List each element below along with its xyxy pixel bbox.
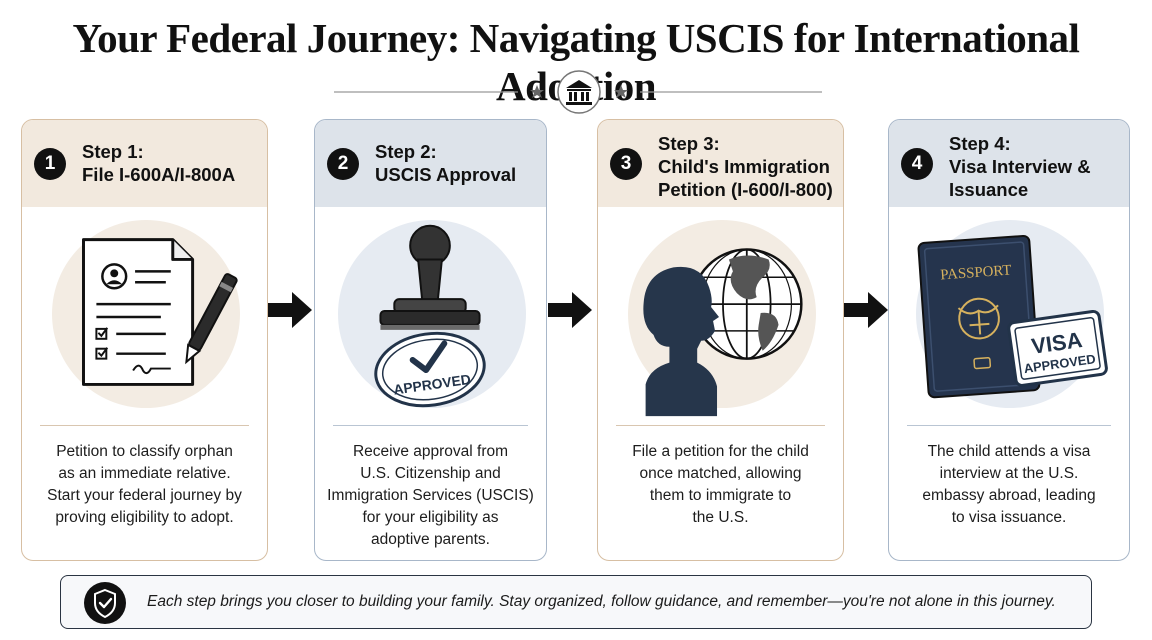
building-icon <box>566 80 592 105</box>
divider <box>907 425 1111 426</box>
star-icon <box>614 85 628 98</box>
step-heading: Step 3: Child's Immigration Petition (I-… <box>658 133 833 200</box>
step-number: 4 <box>901 148 933 180</box>
divider <box>616 425 825 426</box>
shield-check-icon <box>84 582 126 624</box>
star-icon <box>530 85 544 98</box>
step-heading: Step 2: USCIS Approval <box>375 141 517 185</box>
step-number: 1 <box>34 148 66 180</box>
footer-message: Each step brings you closer to building … <box>147 593 1056 610</box>
document-illustration <box>82 238 238 386</box>
title-ornament <box>334 70 822 114</box>
stamp-illustration: APPROVED <box>374 224 486 408</box>
step-card-3: 3 Step 3: Child's Immigration Petition (… <box>597 119 844 561</box>
step-description: Receive approval from U.S. Citizenship a… <box>327 443 534 548</box>
step-card-1: 1 Step 1: File I-600A/I-800A <box>21 119 268 561</box>
passport-label: PASSPORT <box>940 263 1012 284</box>
step-heading: Step 1: File I-600A/I-800A <box>82 141 236 185</box>
step-description: The child attends a visa interview at th… <box>922 443 1096 526</box>
arrow-right-icon <box>268 292 312 328</box>
eagle-emblem <box>957 297 1000 340</box>
step-description: File a petition for the child once match… <box>632 443 809 526</box>
globe-icon <box>690 248 803 360</box>
arrow-right-icon <box>548 292 592 328</box>
encouragement-banner: Each step brings you closer to building … <box>60 575 1092 629</box>
child-silhouette-icon <box>643 266 720 417</box>
step-heading: Step 4: Visa Interview & Issuance <box>949 133 1091 200</box>
pen-icon <box>185 273 238 365</box>
document-icon <box>82 238 195 386</box>
divider <box>333 425 528 426</box>
visa-approved-stamp: VISA APPROVED <box>1007 309 1108 387</box>
passport-illustration: PASSPORT VISA APPROVED <box>917 234 1108 399</box>
step-card-4: 4 Step 4: Visa Interview & Issuance PASS… <box>888 119 1130 561</box>
approved-seal: APPROVED <box>374 331 486 408</box>
step-number: 2 <box>327 148 359 180</box>
divider <box>40 425 249 426</box>
passport-icon: PASSPORT <box>917 234 1041 399</box>
arrow-right-icon <box>844 292 888 328</box>
step-card-2: 2 Step 2: USCIS Approval APPROVED Receiv… <box>314 119 547 561</box>
globe-illustration <box>643 248 803 417</box>
step-number: 3 <box>610 148 642 180</box>
stamp-icon <box>379 224 481 330</box>
step-description: Petition to classify orphan as an immedi… <box>47 443 242 526</box>
